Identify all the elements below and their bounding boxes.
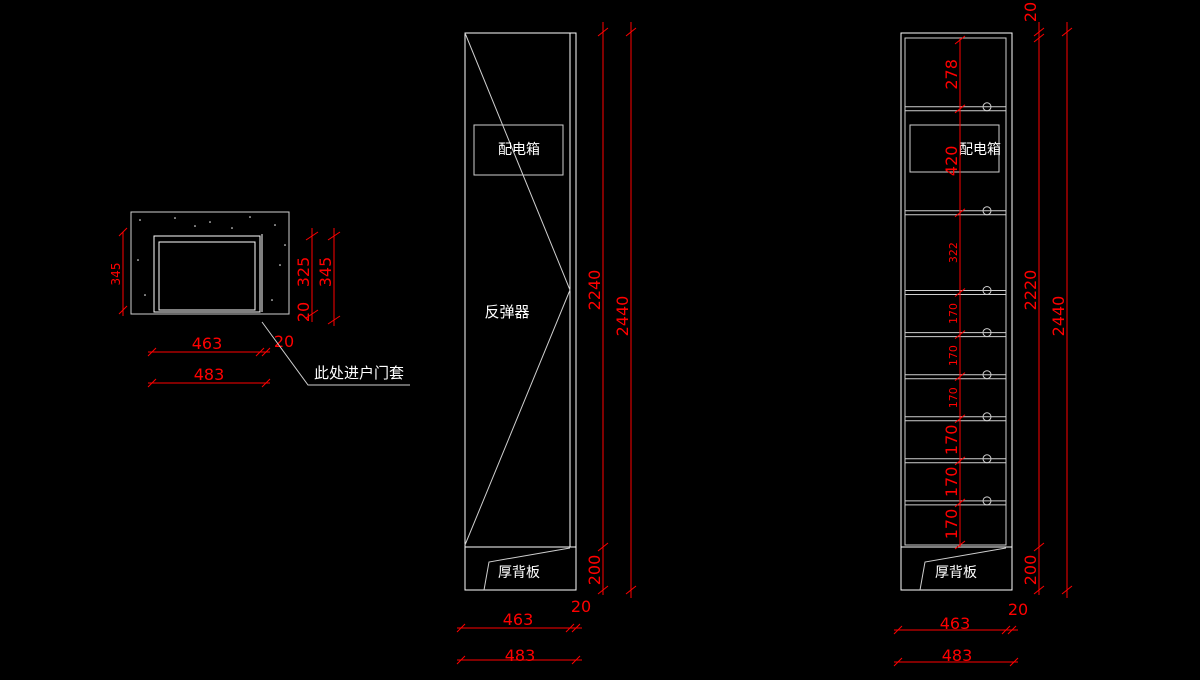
elev-b-shelf-dim-label: 170 bbox=[942, 467, 961, 498]
plan-width-inner-label: 463 bbox=[192, 334, 223, 353]
elev-b-base-height-label: 200 bbox=[1021, 555, 1040, 586]
elev-b-shelf-knob bbox=[982, 206, 992, 216]
elev-a-box-label: 配电箱 bbox=[498, 142, 540, 158]
plan-note-leader bbox=[261, 321, 410, 386]
elev-b-shelf-dim-tick bbox=[954, 540, 966, 550]
elev-a-outline bbox=[464, 32, 577, 591]
plan-width-outer-label: 483 bbox=[194, 365, 225, 384]
elev-a-inner-height-label: 2240 bbox=[585, 270, 604, 311]
elev-b-inner-height-label: 2220 bbox=[1021, 270, 1040, 311]
plan-depth-inner-label: 325 bbox=[294, 257, 313, 288]
elevation-b: 配电箱 厚背板 278 420 322 170 170 170 170 170 170 20 2… bbox=[893, 2, 1073, 667]
elev-b-shelf-dims: 278 420 322 170 170 170 170 170 170 bbox=[942, 35, 966, 550]
plan-note: 此处进户门套 bbox=[314, 364, 404, 382]
elev-b-shelf-knob bbox=[982, 102, 992, 112]
elev-b-inner-frame bbox=[904, 37, 1007, 546]
elev-b-shelf-dim-label: 170 bbox=[947, 303, 960, 324]
elev-b-shelf-dim-tick bbox=[954, 456, 966, 466]
elev-a-width-outer-label: 483 bbox=[505, 646, 536, 665]
elev-b-shelf-dim-label: 170 bbox=[942, 509, 961, 540]
elev-b-shelf-dim-tick bbox=[954, 288, 966, 297]
elevation-a: 配电箱 反弹器 厚背板 2240 2440 200 463 20 483 bbox=[456, 22, 637, 665]
elev-b-width-inner-label: 463 bbox=[940, 614, 971, 633]
elev-a-main-label: 反弹器 bbox=[484, 303, 529, 321]
elev-b-base-bevel bbox=[919, 547, 1007, 591]
elev-b-total-height-label: 2440 bbox=[1049, 296, 1068, 337]
elev-b-shelf-dim-tick bbox=[954, 330, 966, 339]
elev-b-distribution-box bbox=[909, 124, 1000, 173]
elev-b-shelf-dim-label: 170 bbox=[947, 387, 960, 408]
plan-wall-hatch bbox=[137, 216, 286, 301]
elev-a-distribution-box bbox=[473, 124, 564, 176]
plan-gap-label: 20 bbox=[294, 302, 313, 322]
elev-b-shelf-dim-tick bbox=[954, 104, 966, 114]
plan-depth-outer-label: 345 bbox=[316, 257, 335, 288]
elev-b-shelf-knob bbox=[982, 328, 992, 338]
plan-cabinet-inner bbox=[158, 241, 256, 311]
plan-view: 345 325 345 20 463 20 483 此处进户门套 bbox=[109, 211, 410, 388]
elev-b-shelf-knob bbox=[982, 370, 992, 380]
plan-cabinet-outline bbox=[153, 235, 261, 313]
elev-b-shelf-dim-label: 170 bbox=[947, 345, 960, 366]
elev-b-shelf-dim-tick bbox=[954, 372, 966, 382]
elev-b-shelf-dim-tick bbox=[954, 208, 966, 218]
elev-b-shelf-knob bbox=[982, 496, 992, 506]
elev-b-shelf-dim-label: 170 bbox=[942, 425, 961, 456]
elev-b-shelves bbox=[905, 102, 1006, 506]
elev-b-shelf-dim-tick bbox=[954, 498, 966, 508]
elev-b-shelf-knob bbox=[982, 412, 992, 422]
elev-a-width-inner-label: 463 bbox=[503, 610, 534, 629]
elev-b-shelf-knob bbox=[982, 286, 992, 295]
plan-outer-wall bbox=[130, 211, 290, 315]
elev-b-shelf-dim-label: 322 bbox=[947, 242, 960, 263]
elev-b-shelf-dim-label: 420 bbox=[942, 146, 961, 177]
elev-b-box-label: 配电箱 bbox=[959, 142, 1001, 158]
elev-b-shelf-knob bbox=[982, 454, 992, 464]
elev-b-outline bbox=[900, 32, 1013, 591]
elev-a-total-height-label: 2440 bbox=[613, 296, 632, 337]
elev-b-width-outer-label: 483 bbox=[942, 646, 973, 665]
elev-a-door-swing bbox=[464, 32, 571, 546]
elev-a-base-bevel bbox=[483, 547, 571, 591]
elev-b-top-label: 20 bbox=[1021, 2, 1040, 22]
plan-side-label: 20 bbox=[274, 332, 294, 351]
plan-depth-left-label: 345 bbox=[109, 263, 123, 286]
elev-a-base-label: 厚背板 bbox=[498, 565, 540, 581]
elev-b-shelf-dim-tick bbox=[954, 35, 966, 45]
elev-a-base-height-label: 200 bbox=[585, 555, 604, 586]
elev-b-shelf-dim-label: 278 bbox=[942, 59, 961, 90]
elev-b-side-label: 20 bbox=[1008, 600, 1028, 619]
elev-a-side-label: 20 bbox=[571, 597, 591, 616]
elev-b-base-label: 厚背板 bbox=[935, 565, 977, 581]
elev-b-shelf-dim-tick bbox=[954, 414, 966, 424]
